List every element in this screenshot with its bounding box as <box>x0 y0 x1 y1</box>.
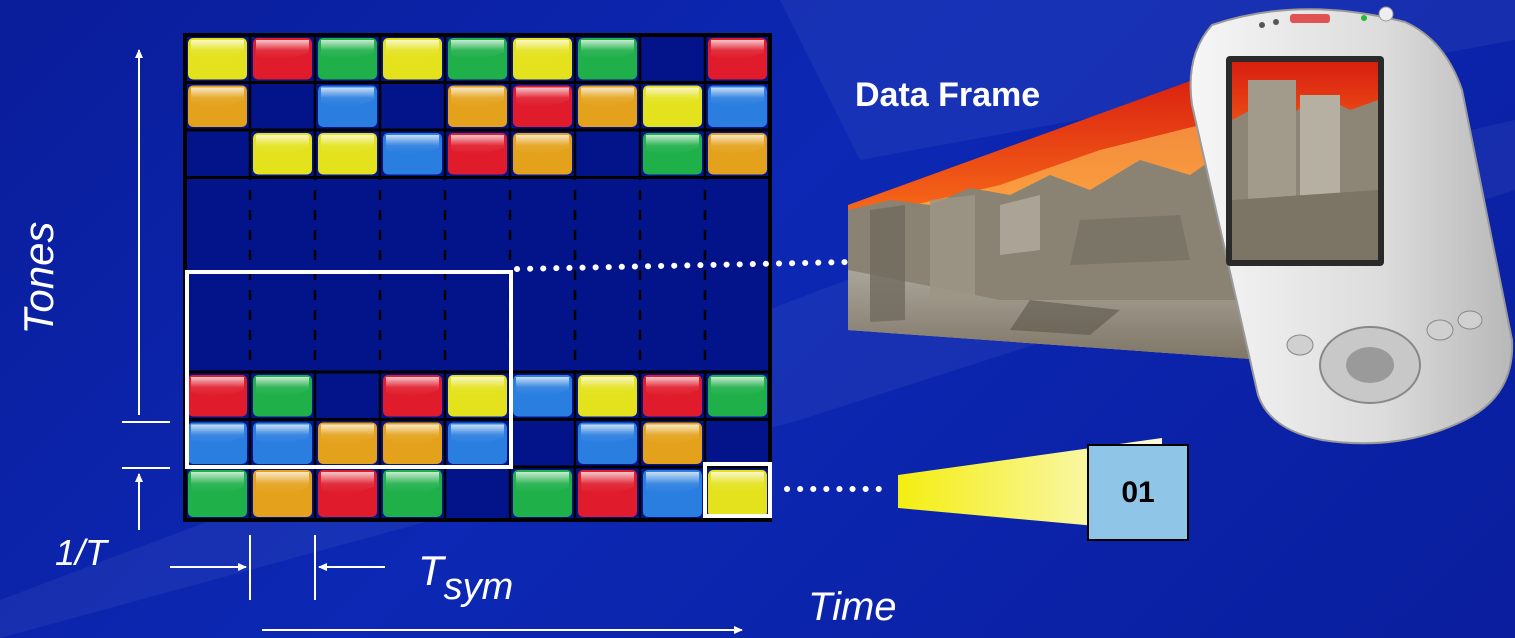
symbol-cell-gloss <box>711 40 764 59</box>
symbol-cell-gloss <box>386 135 439 154</box>
symbol-cell-gloss <box>386 472 439 494</box>
symbol-cell-gloss <box>711 135 764 154</box>
symbol-cell-gloss <box>646 424 699 444</box>
symbol-cell-gloss <box>451 377 504 396</box>
symbol-cell-gloss <box>646 472 699 494</box>
tsym-subscript: sym <box>444 566 514 608</box>
symbol-cell-gloss <box>256 424 309 444</box>
symbol-cell-gloss <box>711 87 764 107</box>
symbol-cell-gloss <box>516 472 569 494</box>
symbol-cell-gloss <box>581 472 634 494</box>
pda-device <box>1189 6 1514 445</box>
symbol-cell-gloss <box>191 87 244 107</box>
symbol-highlight-box <box>703 462 772 518</box>
symbol-cell-gloss <box>191 472 244 494</box>
symbol-cell-gloss <box>646 377 699 396</box>
symbol-cell-gloss <box>516 87 569 107</box>
data-frame-label: Data Frame <box>855 76 1040 114</box>
symbol-cell-gloss <box>256 472 309 494</box>
symbol-cell-gloss <box>581 424 634 444</box>
symbol-cell-gloss <box>256 377 309 396</box>
symbol-cell-gloss <box>646 87 699 107</box>
symbol-value-box <box>1087 444 1189 541</box>
data-frame-dotted-connector <box>514 259 853 272</box>
tone-spacing-label: 1/T <box>55 532 110 573</box>
tsym-label: Tsym <box>418 547 513 608</box>
symbol-cell-gloss <box>581 40 634 59</box>
symbol-cell-gloss <box>321 135 374 154</box>
symbol-cell-gloss <box>386 377 439 396</box>
data-frame-highlight-box <box>185 270 513 469</box>
symbol-cell-gloss <box>646 135 699 154</box>
symbol-cell-gloss <box>256 40 309 59</box>
symbol-cell-gloss <box>256 135 309 154</box>
symbol-cell-gloss <box>516 135 569 154</box>
tone-time-grid <box>183 33 772 522</box>
symbol-cell-gloss <box>516 40 569 59</box>
symbol-cell-gloss <box>386 424 439 444</box>
symbol-cell-gloss <box>451 424 504 444</box>
symbol-cell-gloss <box>516 377 569 396</box>
symbol-cell-gloss <box>321 40 374 59</box>
symbol-cell-gloss <box>711 472 764 494</box>
symbol-cell-gloss <box>581 377 634 396</box>
symbol-cell-gloss <box>321 472 374 494</box>
tones-label: Tones <box>15 222 62 335</box>
symbol-cell-gloss <box>321 87 374 107</box>
symbol-value-text: 01 <box>1121 476 1154 509</box>
symbol-cell-gloss <box>191 424 244 444</box>
symbol-cell-gloss <box>321 424 374 444</box>
symbol-cell-gloss <box>191 40 244 59</box>
time-label: Time <box>808 585 897 629</box>
symbol-cell-gloss <box>581 87 634 107</box>
grid-lines <box>185 35 770 520</box>
tsym-main: T <box>418 547 447 594</box>
data-frame-image <box>848 72 1265 360</box>
pda-screen <box>1232 62 1378 260</box>
pda-brand-logo <box>1290 14 1330 23</box>
symbol-cell-gloss <box>386 40 439 59</box>
symbol-cell-gloss <box>451 40 504 59</box>
symbol-cell-gloss <box>451 135 504 154</box>
symbol-cell-gloss <box>451 87 504 107</box>
symbol-cells <box>188 38 767 517</box>
symbol-cell-gloss <box>711 377 764 396</box>
symbol-cell-gloss <box>191 377 244 396</box>
